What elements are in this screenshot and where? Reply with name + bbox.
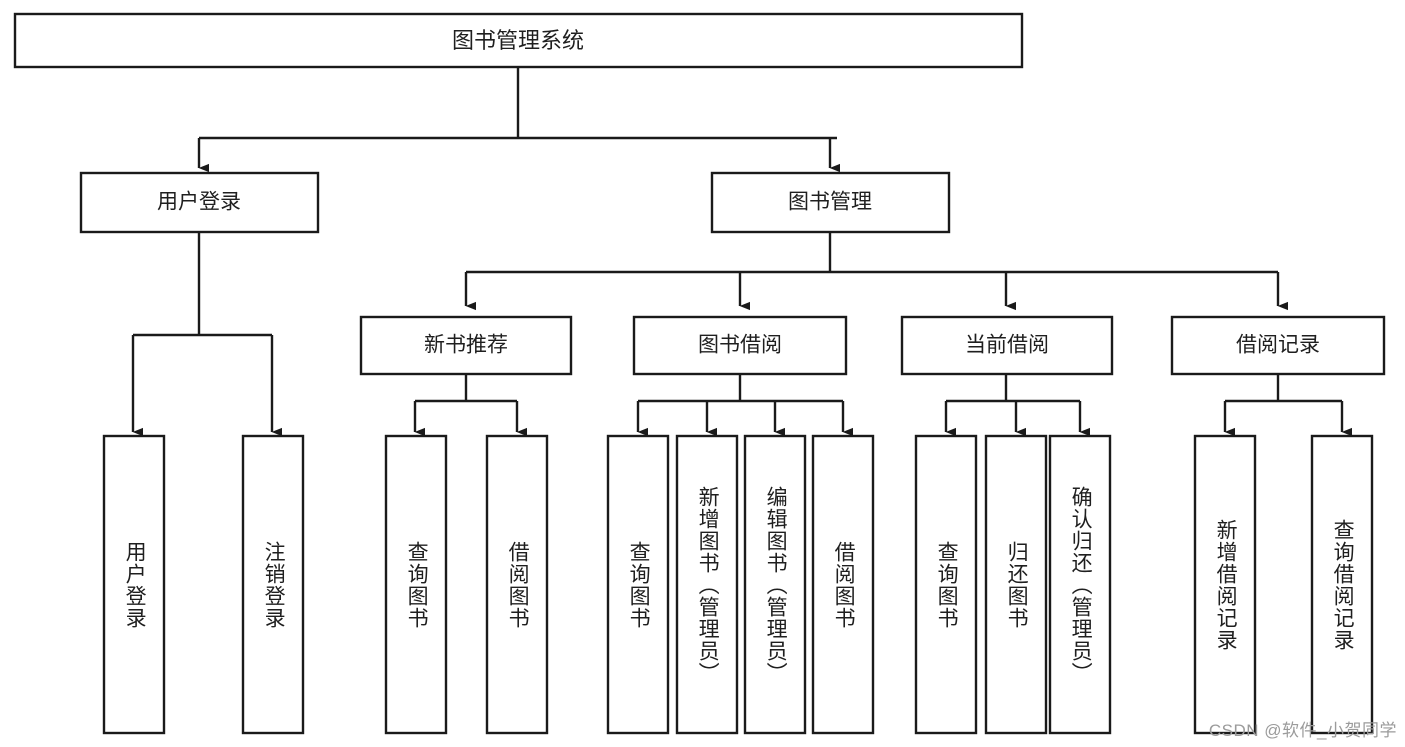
connector-group-book-borrow [636, 374, 854, 437]
leaf-confirm-return-box[interactable] [1048, 434, 1112, 735]
leaf-query-book-1-box[interactable] [384, 434, 448, 735]
node-book-borrow-label: 图书借阅 [698, 334, 782, 357]
node-borrow-record[interactable]: 借阅记录 [1170, 315, 1386, 376]
leaf-query-record-box[interactable] [1310, 434, 1374, 735]
node-current-borrow[interactable]: 当前借阅 [900, 315, 1114, 376]
leaf-borrow-book-1-box[interactable] [485, 434, 549, 735]
node-user-login-label: 用户登录 [157, 191, 241, 214]
leaf-add-record-box[interactable] [1193, 434, 1257, 735]
node-user-login-box[interactable] [79, 171, 320, 234]
connector-group-borrow-record [1223, 374, 1353, 437]
connector-group-root [197, 67, 841, 173]
leaf-logout-box[interactable] [241, 434, 305, 735]
node-book-management-box[interactable] [710, 171, 951, 234]
leaf-add-book-box[interactable] [675, 434, 739, 735]
node-new-book-recommend[interactable]: 新书推荐 [359, 315, 573, 376]
node-root-box[interactable] [13, 12, 1024, 69]
leaf-query-book-3-box[interactable] [914, 434, 978, 735]
csdn-watermark: CSDN @软件_小贺同学 [1208, 721, 1397, 740]
leaf-query-book-2-box[interactable] [606, 434, 670, 735]
connector-group-current-borrow [944, 374, 1091, 437]
node-new-book-recommend-box[interactable] [359, 315, 573, 376]
node-borrow-record-label: 借阅记录 [1236, 334, 1320, 357]
node-user-login[interactable]: 用户登录 [79, 171, 320, 234]
connector-group-new-book-recommend [413, 374, 528, 437]
leaf-borrow-book-2-box[interactable] [811, 434, 875, 735]
leaf-return-book-box[interactable] [984, 434, 1048, 735]
node-book-management-label: 图书管理 [788, 191, 872, 214]
leaf-user-login-box[interactable] [102, 434, 166, 735]
node-book-management[interactable]: 图书管理 [710, 171, 951, 234]
node-current-borrow-label: 当前借阅 [965, 334, 1049, 357]
node-current-borrow-box[interactable] [900, 315, 1114, 376]
node-new-book-recommend-label: 新书推荐 [424, 334, 508, 357]
node-root-label: 图书管理系统 [452, 28, 584, 53]
node-root[interactable]: 图书管理系统 [13, 12, 1024, 69]
leaf-boxes [102, 434, 1374, 735]
connector-group-user-login [131, 232, 283, 437]
node-book-borrow[interactable]: 图书借阅 [632, 315, 848, 376]
leaf-edit-book-box[interactable] [743, 434, 807, 735]
connector-group-book-management [464, 232, 1289, 311]
node-borrow-record-box[interactable] [1170, 315, 1386, 376]
node-book-borrow-box[interactable] [632, 315, 848, 376]
